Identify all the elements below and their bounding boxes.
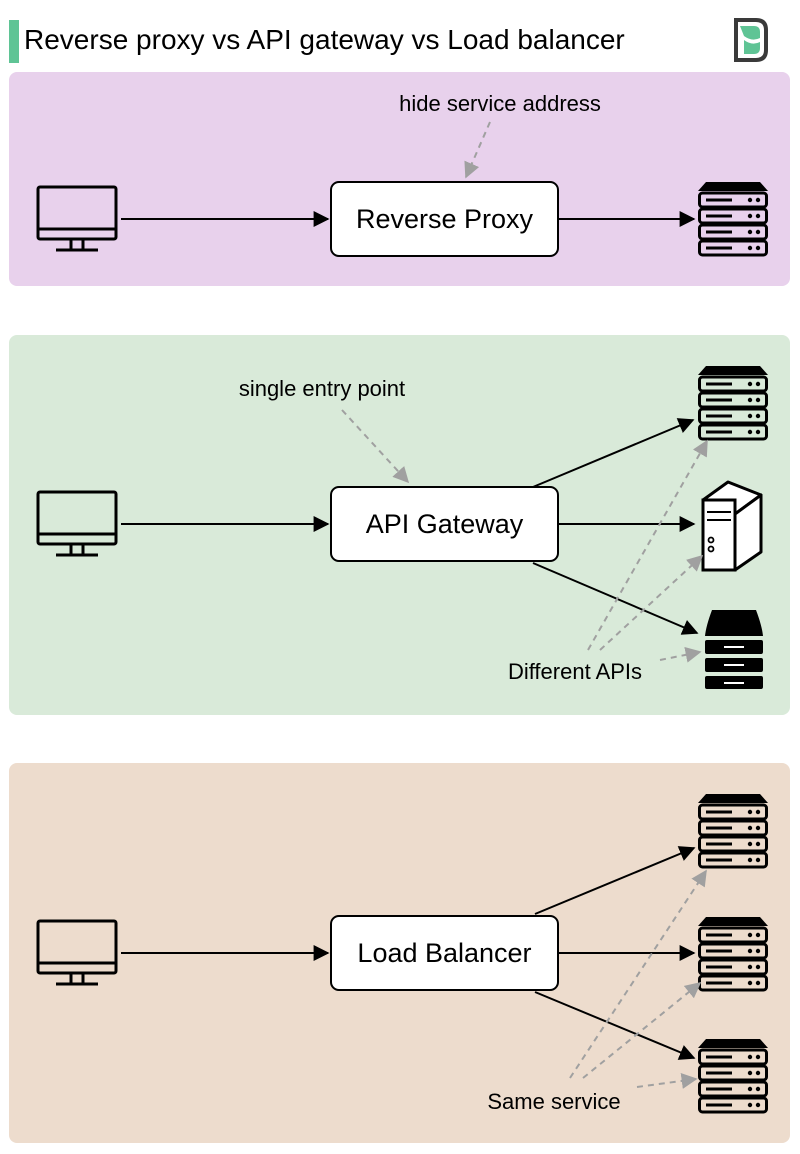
balancer-to-server-3-arrow bbox=[534, 991, 696, 1060]
page-title: Reverse proxy vs API gateway vs Load bal… bbox=[24, 24, 625, 55]
hide-service-address-note: hide service address bbox=[399, 91, 601, 116]
server-rack-icon bbox=[696, 915, 770, 992]
title-accent-bar bbox=[9, 20, 19, 63]
client-monitor-icon bbox=[36, 919, 118, 986]
single-entry-point-note: single entry point bbox=[239, 376, 405, 401]
server-rack-icon bbox=[696, 1037, 770, 1114]
api-gateway-label: API Gateway bbox=[366, 509, 524, 539]
database-stack-icon bbox=[705, 610, 763, 689]
different-apis-pointer-tower bbox=[599, 554, 704, 651]
balancer-to-server-1-arrow bbox=[534, 846, 696, 915]
client-monitor-icon bbox=[36, 490, 118, 557]
same-service-pointer-2 bbox=[582, 981, 702, 1079]
gateway-to-database-arrow bbox=[532, 562, 699, 635]
server-rack-icon bbox=[696, 180, 770, 257]
client-monitor-icon bbox=[36, 185, 118, 252]
different-apis-pointer-database bbox=[659, 646, 702, 663]
tower-server-icon bbox=[701, 480, 763, 572]
bytebytego-logo-icon bbox=[734, 18, 768, 62]
same-service-note: Same service bbox=[487, 1089, 620, 1114]
hide-address-pointer bbox=[464, 121, 491, 179]
different-apis-pointer-rack bbox=[587, 439, 708, 651]
entry-point-pointer bbox=[341, 409, 410, 484]
reverse-proxy-label: Reverse Proxy bbox=[356, 204, 534, 234]
server-rack-icon bbox=[696, 364, 770, 441]
load-balancer-label: Load Balancer bbox=[357, 938, 531, 968]
same-service-pointer-1 bbox=[569, 869, 707, 1079]
server-rack-icon bbox=[696, 792, 770, 869]
gateway-to-rack-arrow bbox=[532, 418, 695, 488]
different-apis-note: Different APIs bbox=[508, 659, 642, 684]
same-service-pointer-3 bbox=[636, 1073, 698, 1089]
